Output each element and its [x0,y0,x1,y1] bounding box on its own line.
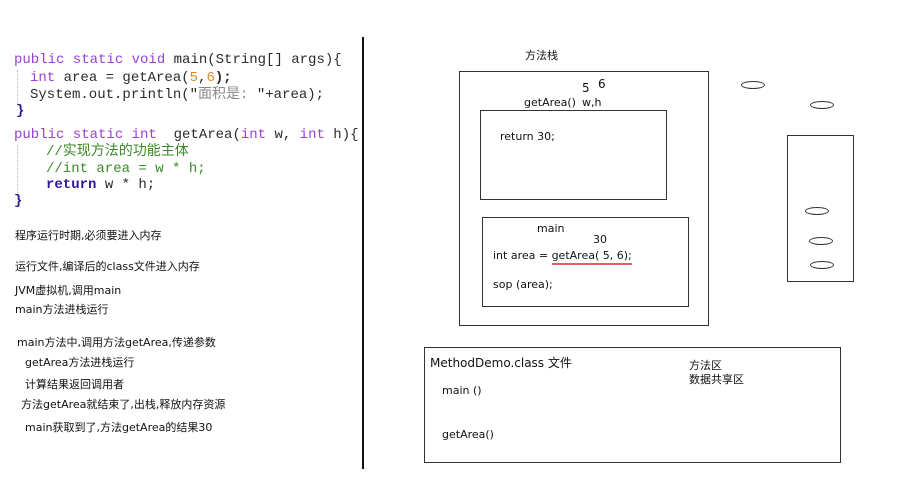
method-area-title: 方法区 [689,359,722,372]
indent-guide [17,145,18,195]
code-text: w * h; [96,177,156,193]
return-statement: return 30; [500,130,555,143]
note-item: 计算结果返回调用者 [25,378,124,391]
note-item: main方法中,调用方法getArea,传递参数 [17,336,216,349]
keyword: int [299,127,325,143]
keyword: int [30,70,56,86]
keyword: public static void [14,52,166,68]
note-item: 运行文件,编译后的class文件进入内存 [15,260,200,273]
arg-h-value: 6 [598,77,606,91]
comment-line-2: //int area = w * h; [46,161,206,177]
oval-shape [810,101,834,109]
number-literal: 6 [206,70,215,86]
method-stack: 5 6 getArea() w,h return 30; main 30 int… [459,71,709,326]
method-call-underlined: getArea( 5, 6); [551,249,632,265]
return-line: return w * h; [46,177,155,194]
note-item: getArea方法进栈运行 [25,356,135,369]
code-text: h){ [324,127,359,143]
heap-box [787,135,854,282]
signature-rest: main(String[] args){ [165,52,342,68]
class-file-label: MethodDemo.class 文件 [430,356,572,370]
code-text: "+area); [256,87,325,103]
oval-shape [809,237,833,245]
sop-line: sop (area); [493,278,553,291]
main-signature: public static void main(String[] args){ [14,52,342,69]
oval-shape [805,207,829,215]
string-literal: 面积是: [198,87,257,103]
code-text: ); [214,70,232,86]
getarea-stack-frame: return 30; [480,110,667,200]
assignment-line: int area = getArea( 5, 6); [493,249,632,265]
method-area: MethodDemo.class 文件 方法区 数据共享区 main () ge… [424,347,841,463]
vertical-divider [362,37,364,469]
getarea-params: w,h [582,96,602,109]
getarea-close-brace: } [14,193,23,209]
getarea-signature: public static int getArea(int w, int h){ [14,127,359,144]
main-stack-frame: main 30 int area = getArea( 5, 6); sop (… [482,217,689,307]
code-text: w, [266,127,300,143]
main-line-1: int area = getArea(5,6); [30,70,232,87]
main-close-brace: } [16,103,25,119]
note-item: main获取到了,方法getArea的结果30 [25,421,213,434]
oval-shape [810,261,834,269]
arg-w-value: 5 [582,81,590,95]
method-getarea: getArea() [442,428,494,441]
note-item: main方法进栈运行 [15,303,109,316]
code-text: getArea( [156,127,241,143]
result-value: 30 [593,233,607,246]
getarea-frame-label: getArea() [524,96,576,109]
keyword: public static int [14,127,157,143]
note-item: JVM虚拟机,调用main [15,284,122,297]
main-line-2: System.out.println("面积是: "+area); [30,87,324,104]
keyword: return [46,177,97,193]
note-item: 方法getArea就结束了,出栈,释放内存资源 [21,398,226,411]
main-frame-label: main [537,222,565,235]
keyword: int [240,127,267,143]
code-text: System.out.println(" [30,87,199,103]
stack-title: 方法栈 [525,49,558,62]
method-main: main () [442,384,482,397]
assignment-prefix: int area = [493,249,552,262]
oval-shape [741,81,765,89]
code-text: , [198,70,207,86]
comment-line-1: //实现方法的功能主体 [46,144,189,160]
code-text: area = getArea( [55,70,190,86]
number-literal: 5 [189,70,199,86]
note-item: 程序运行时期,必须要进入内存 [15,229,162,242]
method-area-subtitle: 数据共享区 [689,373,744,386]
indent-guide [17,70,18,104]
